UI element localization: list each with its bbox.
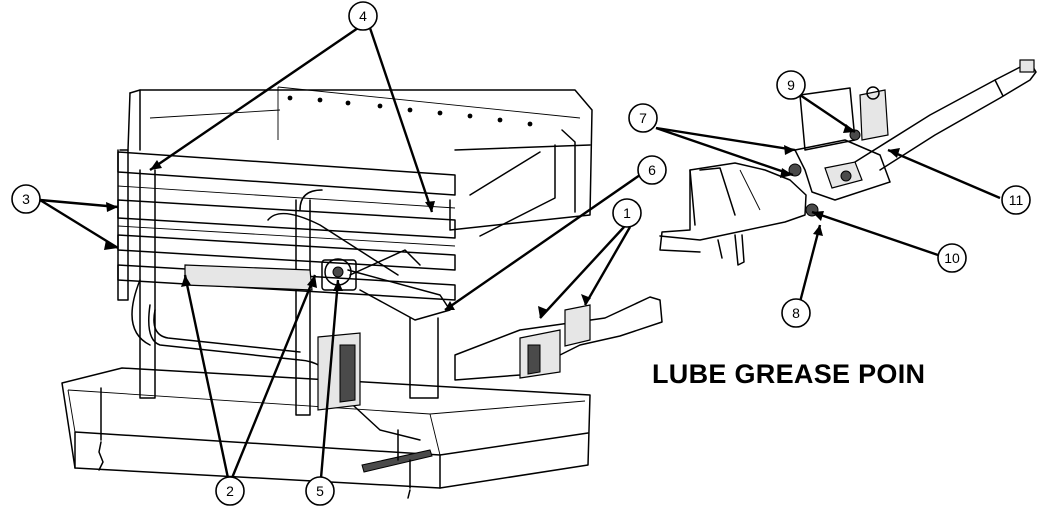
callout-11-label: 11 bbox=[1009, 192, 1024, 208]
callout-1: 1 bbox=[612, 198, 642, 228]
callout-8-label: 8 bbox=[792, 305, 800, 321]
callout-10: 10 bbox=[937, 243, 967, 273]
callout-3: 3 bbox=[11, 184, 41, 214]
callout-10-label: 10 bbox=[944, 250, 960, 266]
callout-9: 9 bbox=[776, 70, 806, 100]
leader-lines bbox=[39, 27, 1001, 479]
callout-3-label: 3 bbox=[22, 191, 30, 207]
callout-4-label: 4 bbox=[359, 8, 367, 24]
callout-7: 7 bbox=[628, 103, 658, 133]
callout-1-label: 1 bbox=[623, 205, 631, 221]
callout-7-label: 7 bbox=[639, 110, 647, 126]
callout-6-label: 6 bbox=[648, 162, 656, 178]
hopper-assembly-drawing bbox=[61, 86, 663, 499]
callout-2-label: 2 bbox=[226, 483, 234, 499]
callout-5-label: 5 bbox=[316, 483, 324, 499]
callout-2: 2 bbox=[215, 476, 245, 506]
callout-11: 11 bbox=[1001, 185, 1031, 215]
callout-6: 6 bbox=[637, 155, 667, 185]
callout-9-label: 9 bbox=[787, 77, 795, 93]
diagram-title: LUBE GREASE POIN bbox=[652, 359, 926, 389]
spinner-assembly-drawing bbox=[659, 59, 1037, 266]
callout-5: 5 bbox=[305, 476, 335, 506]
callout-8: 8 bbox=[781, 298, 811, 328]
callout-4: 4 bbox=[348, 1, 378, 31]
